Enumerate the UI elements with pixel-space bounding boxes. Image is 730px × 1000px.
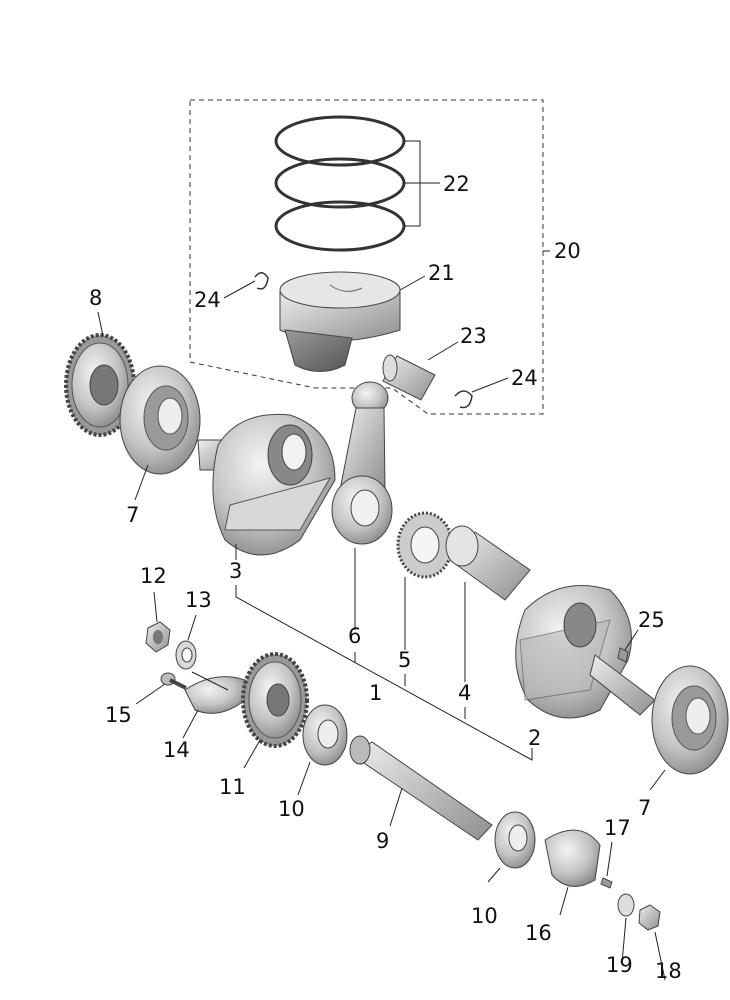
label-15: 15: [105, 703, 132, 727]
label-9: 9: [376, 829, 389, 853]
label-13: 13: [185, 588, 212, 612]
part-labels: 22 20 21 24 23 24 8 7 3 6 5 1 4 2 25 7 1…: [89, 172, 682, 983]
piston-ring-bottom: [274, 200, 406, 252]
circlip-left: [254, 272, 269, 290]
label-4: 4: [458, 681, 471, 705]
key-17: [600, 877, 613, 889]
label-14: 14: [163, 738, 190, 762]
label-17: 17: [604, 816, 631, 840]
piston-kit-boundary: [189, 99, 544, 415]
label-19: 19: [606, 953, 633, 977]
label-16: 16: [525, 921, 552, 945]
balancer-shaft: [349, 735, 493, 841]
main-bearing-left: [119, 365, 201, 475]
washer-19: [617, 893, 635, 917]
label-10-lower: 10: [471, 904, 498, 928]
circlip-right: [454, 390, 473, 409]
balancer-bearing-upper: [302, 704, 348, 766]
label-7-left: 7: [126, 503, 139, 527]
piston: [279, 271, 401, 372]
connecting-rod: [331, 381, 393, 545]
balancer-weight-16: [544, 829, 601, 887]
label-3: 3: [229, 559, 242, 583]
balancer-weight-14: [184, 676, 246, 714]
label-23: 23: [460, 324, 487, 348]
label-5: 5: [398, 648, 411, 672]
main-bearing-right: [651, 665, 729, 775]
piston-pin: [382, 354, 436, 401]
label-25: 25: [638, 608, 665, 632]
balancer-gear-11: [241, 652, 309, 748]
nut-12: [145, 621, 171, 653]
lock-washer-13: [175, 640, 197, 670]
label-2: 2: [528, 726, 541, 750]
label-12: 12: [140, 564, 167, 588]
label-8: 8: [89, 286, 102, 310]
label-10-upper: 10: [278, 797, 305, 821]
nut-18: [638, 904, 661, 931]
piston-rings: [274, 115, 406, 252]
drive-gear-8: [64, 333, 136, 437]
label-24-right: 24: [511, 366, 538, 390]
label-11: 11: [219, 775, 246, 799]
crankshaft-right-half: [515, 585, 656, 719]
balancer-bearing-lower: [494, 811, 536, 869]
bolt-15: [160, 672, 187, 690]
label-22: 22: [443, 172, 470, 196]
crank-pin: [445, 525, 531, 601]
needle-bearing: [396, 511, 454, 579]
label-7-right: 7: [638, 796, 651, 820]
leader-lines: [97, 140, 666, 981]
label-1: 1: [369, 681, 382, 705]
label-24-left: 24: [194, 288, 221, 312]
label-6: 6: [348, 624, 361, 648]
label-21: 21: [428, 261, 455, 285]
label-18: 18: [655, 959, 682, 983]
woodruff-key: [617, 647, 629, 663]
crankshaft-left-half: [197, 413, 336, 556]
label-20: 20: [554, 239, 581, 263]
